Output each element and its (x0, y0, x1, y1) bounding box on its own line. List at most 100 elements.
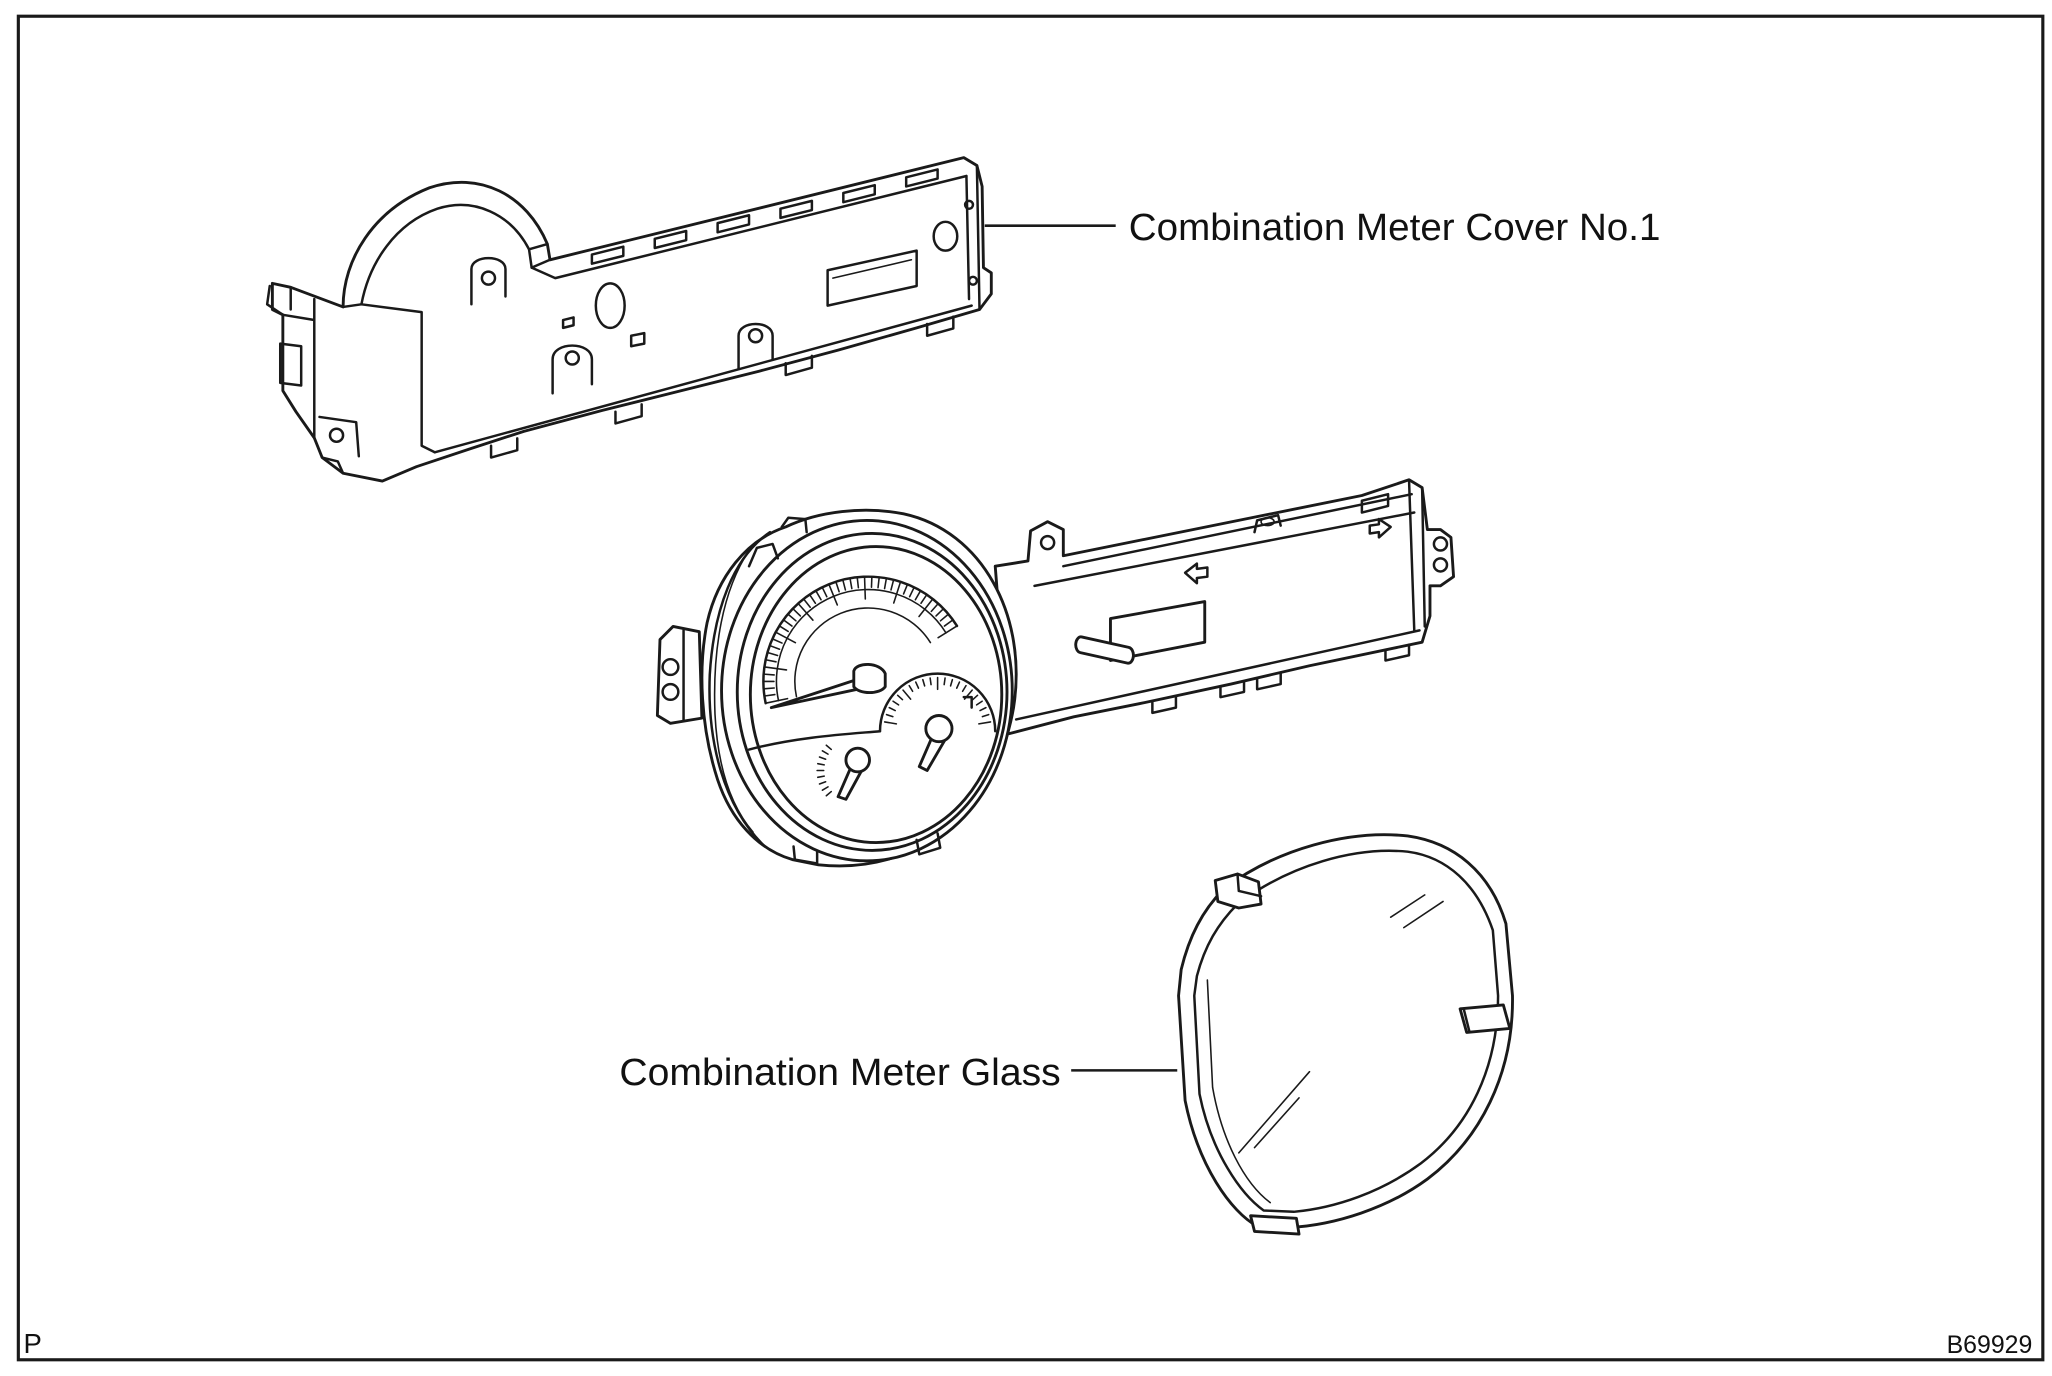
cover-boss-middle (551, 344, 594, 395)
speedometer-tick (890, 579, 895, 591)
glass-glare-line (1403, 900, 1444, 929)
speedometer-tick (766, 651, 779, 657)
cover-arch-inner-edge (360, 203, 533, 306)
cover-boss-upper-hole (480, 270, 497, 286)
speedometer-tick (802, 598, 811, 608)
cover-front-face-left-edge (360, 303, 437, 454)
cover-right-boss (932, 220, 959, 252)
cover-bottom-tab (925, 315, 955, 337)
speedometer-tick (908, 586, 915, 598)
speedometer-tick (877, 576, 880, 589)
speedometer-tick (914, 589, 922, 601)
speedometer-tick (778, 625, 789, 633)
cover-boss-middle-hole (564, 350, 581, 366)
speedometer-tick (849, 577, 853, 590)
speedometer-tick (764, 697, 789, 704)
fuel-gauge-tick (818, 780, 827, 785)
cover-right-hole-lower (967, 275, 979, 286)
speedometer-tick (863, 575, 867, 600)
speedometer-tick (937, 625, 958, 639)
tachometer-tick (979, 706, 987, 712)
fuel-gauge-needle-cap (844, 746, 871, 774)
figure-id: B69929 (1947, 1331, 2033, 1359)
cover-left-wall-inner (281, 286, 316, 440)
tachometer-tick (902, 689, 912, 700)
glass-outer-rim (1177, 833, 1514, 1229)
figure-frame (16, 14, 2045, 1362)
cover-right-hole-upper (963, 199, 975, 210)
cover-flange-slot (904, 168, 939, 188)
meter-bezel-tab (747, 542, 780, 568)
tachometer-tick (922, 678, 926, 687)
tachometer-end-mark (962, 695, 973, 709)
tachometer-tick (896, 694, 904, 701)
tachometer-tick (978, 721, 992, 725)
speedometer-tick (828, 583, 839, 606)
tachometer-tick (883, 721, 898, 725)
meter-housing-right-frame (1407, 478, 1426, 632)
speedometer-tick (787, 613, 797, 622)
speedometer-tick (792, 607, 802, 617)
meter-left-bracket-hole-lower (661, 682, 680, 702)
speedometer-tick (797, 602, 814, 621)
speedometer-tick (892, 581, 902, 604)
cover-bottom-tab (784, 354, 814, 377)
speedometer-tick (835, 581, 840, 593)
speedometer-tick (939, 613, 950, 622)
fuel-gauge-tick (821, 750, 829, 755)
fuel-gauge-tick (817, 762, 825, 766)
speedometer-tick (943, 619, 954, 627)
meter-top-boss-hole (1260, 516, 1275, 527)
cover-left-foot (318, 415, 361, 475)
glass-inner-rim (1193, 849, 1500, 1214)
cover-boss-upper (470, 256, 507, 306)
speedometer-tick (768, 644, 781, 651)
tachometer-tick (908, 684, 914, 693)
meter-glass-drawing (1177, 833, 1514, 1236)
meter-housing-silhouette (993, 478, 1455, 736)
meter-cover-no1-drawing (265, 156, 993, 483)
speedometer-tick (762, 673, 775, 676)
arrow-right-icon (1368, 517, 1392, 539)
speedometer-tick (774, 631, 797, 644)
speedometer-tick (808, 593, 817, 605)
speedometer-tick (883, 577, 888, 590)
speedometer-tick (918, 598, 934, 618)
meter-bottom-tab (1255, 672, 1282, 691)
tachometer-tick (892, 700, 900, 706)
tachometer-ticks (883, 676, 992, 725)
glass-right-tab-edge (1462, 1008, 1471, 1033)
fuel-gauge-tick (825, 790, 833, 797)
cover-boss-right-hole (747, 327, 764, 344)
speedometer-tick (763, 666, 788, 671)
cover-small-slot-b (561, 316, 575, 330)
speedometer-tick (821, 586, 828, 598)
tachometer-tick (971, 694, 979, 701)
tachometer-tick (981, 713, 990, 718)
tachometer-tick (949, 678, 954, 687)
cover-left-foot-hole (328, 427, 345, 444)
arrow-left-icon (1183, 562, 1209, 585)
cover-flange-slot (653, 229, 688, 250)
cover-bottom-tab (614, 403, 643, 425)
glass-right-tab (1458, 1003, 1512, 1034)
meter-bezel-side-wall-inner (713, 549, 754, 833)
fuel-gauge-tick (825, 744, 833, 751)
meter-bezel-side-wall (708, 530, 772, 848)
fuel-gauge-tick (818, 756, 827, 761)
meter-glass-label: Combination Meter Glass (619, 1052, 1060, 1094)
speedometer-tick (856, 576, 860, 589)
glass-top-tab-edge (1236, 872, 1263, 898)
tachometer-tick (929, 677, 932, 686)
cover-top-flange-edge (530, 174, 968, 280)
speedometer-tick (935, 607, 945, 617)
speedometer-tick (815, 589, 822, 601)
speedometer-tick (782, 619, 793, 627)
cover-flange-slot (716, 214, 751, 234)
meter-guide-peg (1074, 635, 1135, 665)
cover-shaft-hole (594, 282, 626, 330)
speedometer-tick (842, 579, 847, 591)
cover-flange-slot (590, 245, 625, 265)
cover-boss-right (737, 322, 774, 370)
meter-housing-face-edge (1033, 511, 1416, 588)
